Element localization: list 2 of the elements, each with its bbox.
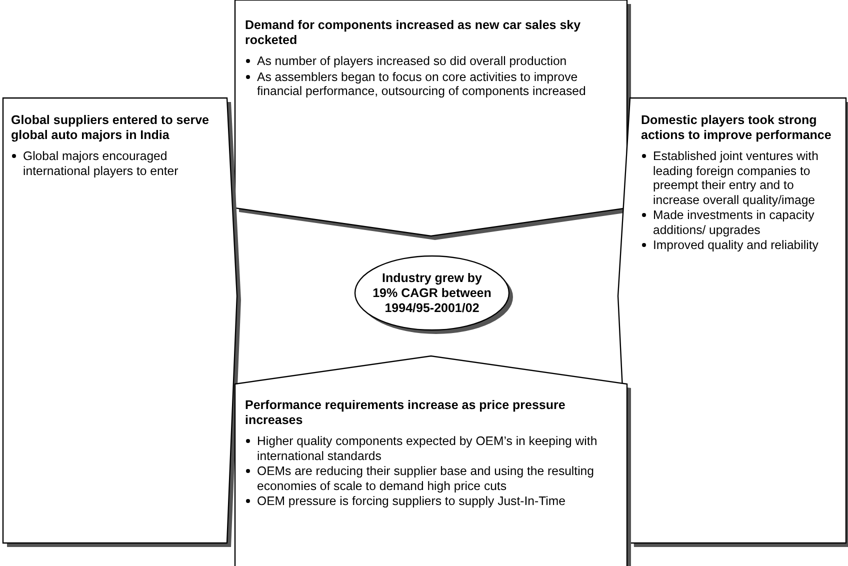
summary-text: Industry grew by 19% CAGR between 1994/95-2001/02 [372, 270, 492, 316]
summary-ellipse [354, 255, 510, 331]
